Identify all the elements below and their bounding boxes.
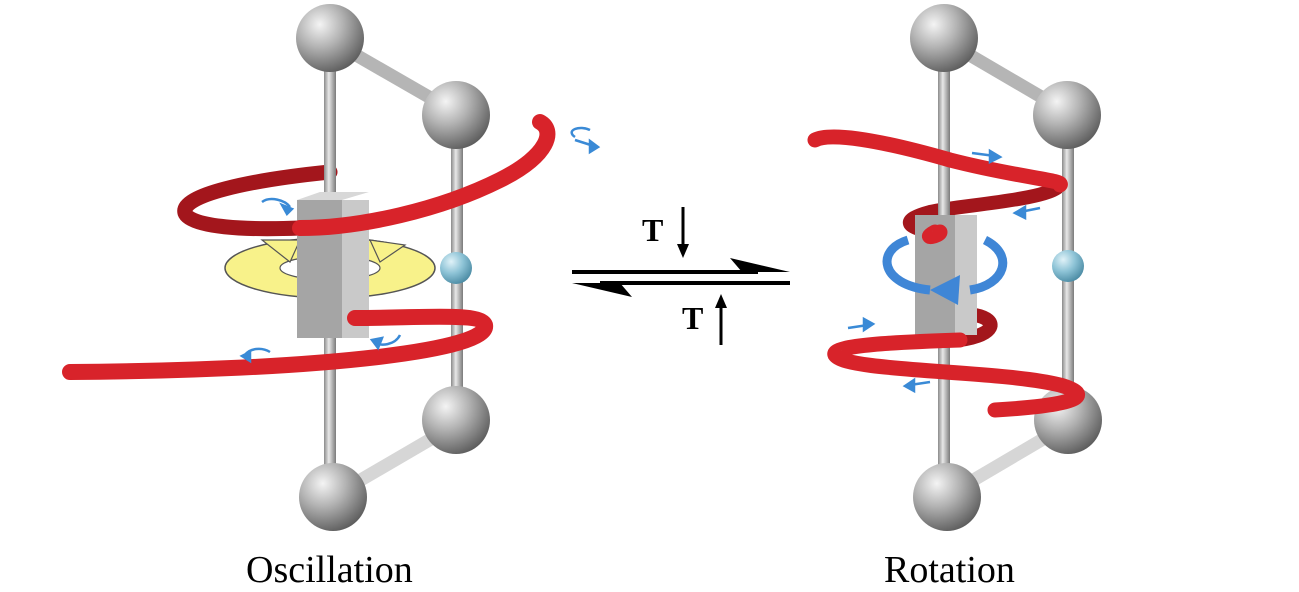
t-down-arrow: [677, 244, 689, 258]
sphere-bottom-left: [299, 463, 367, 531]
backward-arrowhead: [572, 283, 632, 297]
sphere-middle-small: [440, 252, 472, 284]
helix-back-segment: [177, 164, 338, 237]
forward-arrowhead: [730, 258, 790, 272]
small-arrows-right: [847, 148, 1041, 394]
oscillation-structure: [62, 4, 601, 531]
equilibrium-arrows: [572, 207, 790, 345]
helix-front-right-middle: [921, 224, 948, 245]
t-up-arrow: [715, 294, 727, 308]
caption-rotation: Rotation: [884, 549, 1015, 591]
helix-front-right-upper: [807, 129, 1068, 193]
sphere-bottom-right: [422, 386, 490, 454]
helix-front-upper: [292, 114, 556, 236]
temperature-label-upper: T: [642, 212, 664, 248]
sphere-top-left: [296, 4, 364, 72]
helix-back-segment-right: [902, 178, 1067, 239]
sphere-top-right: [422, 81, 490, 149]
temperature-label-lower: T: [682, 300, 704, 336]
helix-back-segment-right-2: [953, 308, 998, 347]
helix-front-right-lower: [827, 332, 1086, 418]
rotation-structure: [807, 4, 1102, 531]
small-arrows-left: [239, 126, 601, 364]
caption-oscillation: Oscillation: [246, 549, 413, 591]
helix-front-lower: [62, 308, 493, 380]
rotation-arrow: [882, 235, 1008, 305]
